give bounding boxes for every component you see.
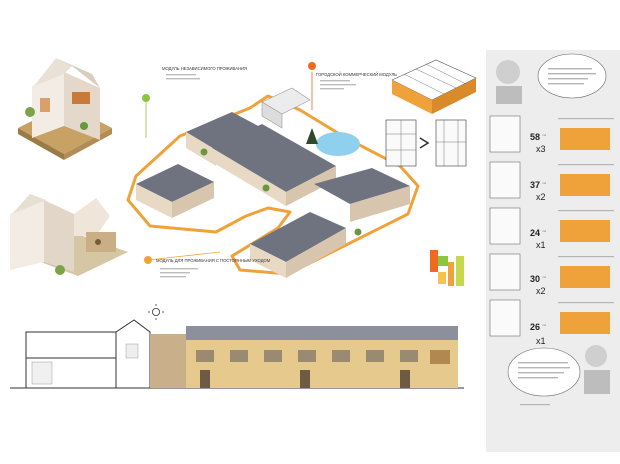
unit-multiplier: x2	[536, 286, 546, 296]
unit-area: 24	[530, 228, 540, 238]
unit-area-unit: m2	[542, 275, 546, 279]
unit-area: 37	[530, 180, 540, 190]
unit-row-2: 37 m2 x2	[489, 161, 614, 202]
unit-row-5: 26 m2 x1	[489, 299, 614, 346]
color-zoning-diagram	[430, 250, 464, 286]
module-axonometric-diagram	[391, 59, 477, 114]
plan-transformation-diagram	[385, 119, 467, 167]
caption-placeholder	[160, 272, 190, 274]
independent-module-label: МОДУЛЬ НЕЗАВИСИМОГО ПРОЖИВАНИЯ	[162, 66, 247, 71]
independent-module-marker	[142, 94, 150, 102]
unit-area-unit: m2	[542, 181, 546, 185]
unit-row-1: 58 m2 x3	[489, 115, 614, 154]
caption-placeholder	[320, 80, 350, 82]
unit-area: 30	[530, 274, 540, 284]
caption-placeholder	[166, 74, 196, 76]
commercial-module-label: ГОРОДСКОЙ КОММЕРЧЕСКИЙ МОДУЛЬ	[316, 72, 397, 77]
unit-area-unit: m2	[542, 229, 546, 233]
caption-placeholder	[320, 88, 344, 90]
caption-placeholder	[166, 78, 200, 80]
supported-living-house-illustration	[10, 194, 128, 276]
caption-placeholder	[160, 276, 186, 278]
unit-area: 58	[530, 132, 540, 142]
unit-area-unit: m2	[542, 323, 546, 327]
supported-module-marker	[144, 256, 152, 264]
building-section-elevation	[10, 304, 464, 389]
resident-quote-top	[496, 53, 607, 104]
caption-placeholder	[160, 268, 198, 270]
commercial-module-marker	[308, 62, 316, 70]
resident-quote-bottom	[507, 345, 610, 406]
unit-multiplier: x3	[536, 144, 546, 154]
unit-row-4: 30 m2 x2	[489, 253, 614, 296]
unit-row-3: 24 m2 x1	[489, 207, 614, 250]
unit-area: 26	[530, 322, 540, 332]
unit-area-unit: m2	[542, 133, 546, 137]
unit-multiplier: x1	[536, 336, 546, 346]
connector-line	[147, 251, 221, 261]
caption-placeholder	[320, 84, 356, 86]
unit-multiplier: x2	[536, 192, 546, 202]
supported-module-label: МОДУЛЬ ДЛЯ ПРОЖИВАНИЯ С ПОСТОЯННЫМ УХОДО…	[156, 258, 271, 263]
central-complex-model	[136, 87, 410, 278]
independent-living-house-illustration	[18, 58, 112, 160]
unit-multiplier: x1	[536, 240, 546, 250]
